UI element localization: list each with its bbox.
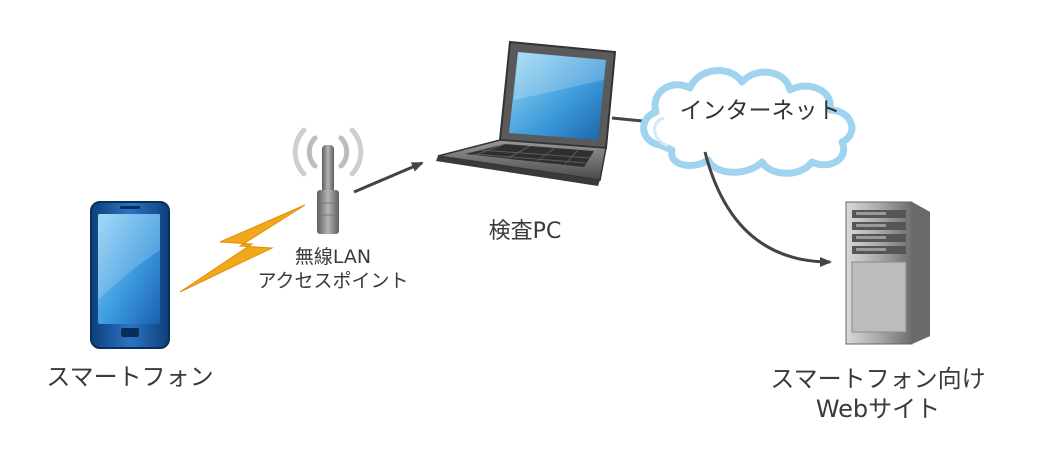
cloud-icon [640, 67, 856, 177]
inspection-pc-label: 検査PC [488, 219, 562, 244]
access-point-label: 無線LAN アクセスポイント [238, 246, 428, 294]
access-point-label-line2: アクセスポイント [257, 269, 409, 292]
server-label-line1: スマートフォン向け [770, 365, 986, 393]
wifi-antenna-icon [292, 127, 364, 234]
arrow-internet-to-server [703, 151, 832, 267]
access-point-label-line1: 無線LAN [294, 246, 372, 268]
server-tower-icon [845, 201, 930, 345]
internet-label: インターネット [679, 98, 841, 124]
smartphone-icon [90, 201, 170, 349]
laptop-icon [436, 40, 617, 186]
lightning-icon [179, 204, 306, 293]
server-label-line2: Webサイト [815, 395, 941, 423]
arrow-ap-to-pc [353, 161, 424, 194]
smartphone-label: スマートフォン [46, 363, 214, 391]
server-label: スマートフォン向け Webサイト [748, 364, 1008, 424]
